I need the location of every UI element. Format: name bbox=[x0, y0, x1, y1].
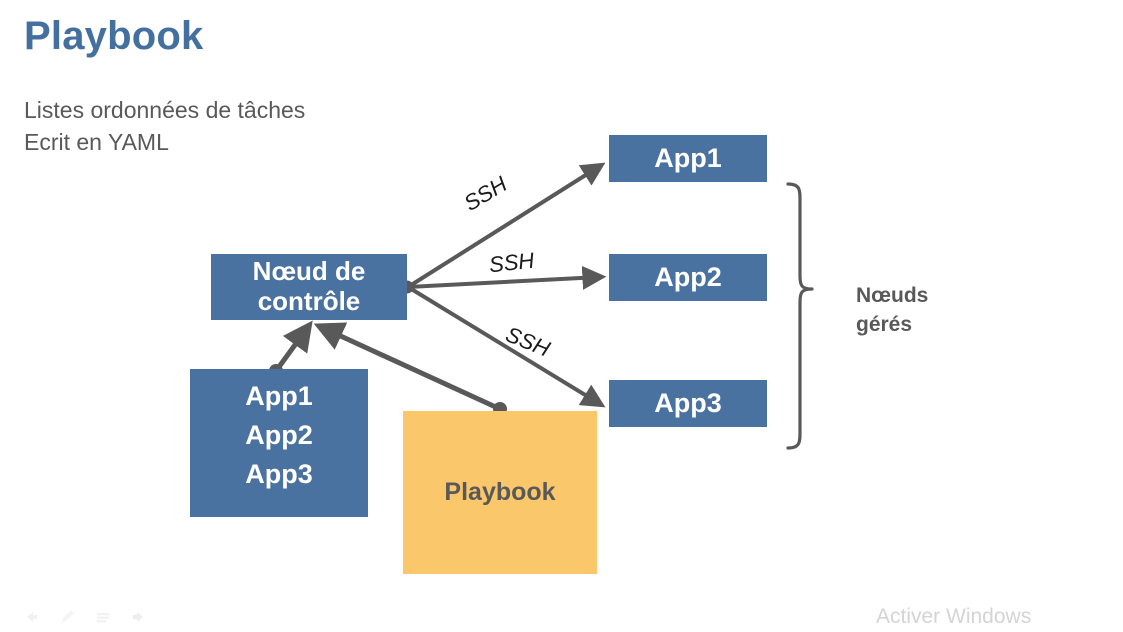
control-node-box[interactable]: Nœud de contrôle bbox=[211, 254, 407, 320]
ssh-label-app1: SSH bbox=[459, 171, 512, 216]
managed-node-app3-label: App3 bbox=[654, 387, 722, 418]
managed-node-app3[interactable]: App3 bbox=[609, 380, 767, 427]
subtitle-block: Listes ordonnées de tâches Ecrit en YAML bbox=[24, 94, 305, 158]
inventory-item-1: App1 bbox=[245, 381, 313, 411]
ssh-label-app3: SSH bbox=[502, 321, 554, 362]
control-node-line-1: Nœud de bbox=[252, 256, 366, 287]
managed-nodes-brace bbox=[786, 182, 814, 450]
page-title: Playbook bbox=[24, 14, 204, 58]
ssh-label-app2: SSH bbox=[487, 247, 536, 278]
playbook-box[interactable]: Playbook bbox=[403, 411, 597, 574]
menu-icon[interactable] bbox=[94, 608, 112, 626]
managed-node-app1[interactable]: App1 bbox=[609, 135, 767, 182]
managed-node-app2-label: App2 bbox=[654, 261, 722, 292]
playbook-box-label: Playbook bbox=[444, 478, 556, 506]
managed-node-app1-label: App1 bbox=[654, 142, 722, 173]
windows-activation-watermark: Activer Windows bbox=[876, 605, 1032, 628]
previous-arrow-icon[interactable] bbox=[22, 608, 40, 626]
inventory-item-2: App2 bbox=[245, 420, 313, 450]
subtitle-line-2: Ecrit en YAML bbox=[24, 129, 169, 155]
managed-nodes-label-line-1: Nœuds bbox=[856, 284, 929, 307]
inventory-item-3: App3 bbox=[245, 459, 313, 489]
arrow-inventory-to-control bbox=[273, 320, 313, 373]
subtitle-line-1: Listes ordonnées de tâches bbox=[24, 97, 306, 123]
inventory-box[interactable]: App1 App2 App3 bbox=[190, 369, 368, 517]
managed-nodes-label: Nœuds gérés bbox=[856, 281, 928, 339]
arrow-control-to-app2 bbox=[407, 265, 607, 290]
next-arrow-icon[interactable] bbox=[130, 608, 148, 626]
managed-nodes-label-line-2: gérés bbox=[856, 313, 913, 336]
managed-node-app2[interactable]: App2 bbox=[609, 254, 767, 301]
control-node-line-2: contrôle bbox=[257, 286, 361, 316]
pen-icon[interactable] bbox=[58, 608, 76, 626]
presentation-toolbar[interactable] bbox=[22, 608, 148, 626]
